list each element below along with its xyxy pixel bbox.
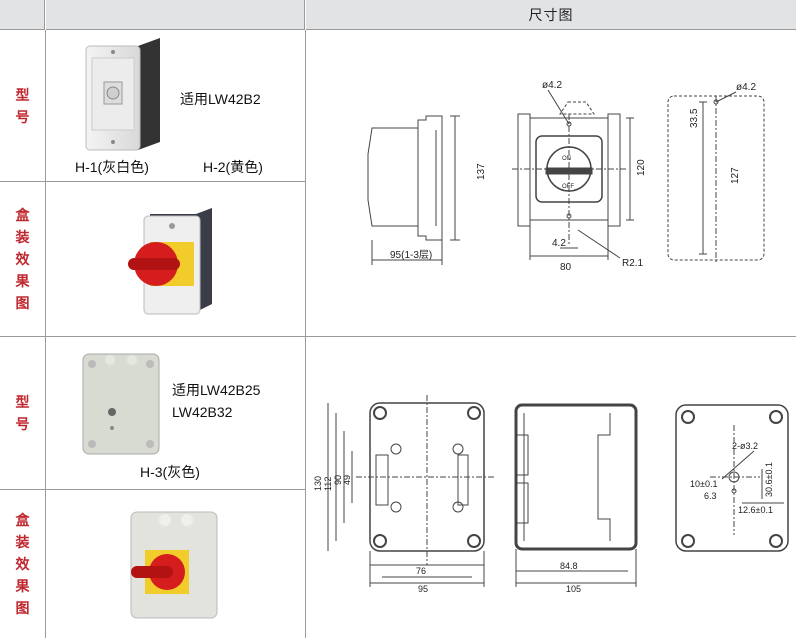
label-char: 盒 <box>15 206 30 223</box>
label-char: 号 <box>15 108 30 125</box>
dim-112: 112 <box>323 477 333 491</box>
effect-image-2 <box>130 511 218 619</box>
dimension-drawing-1: 137 95(1-3层) ø4.2 120 80 4.2 R2.1 ø4.2 3… <box>367 80 765 273</box>
model-label-2: 型 号 <box>0 336 45 489</box>
effect-image-1 <box>128 208 212 315</box>
label-char: 型 <box>15 393 30 410</box>
dimension-drawing-2: 130 112 90 49 76 95 84.8 105 2-ø3.2 10±0… <box>313 395 789 594</box>
effect-label-2: 盒 装 效 果 图 <box>0 489 45 638</box>
label-char: 盒 <box>15 511 30 528</box>
switch-on-label: ON <box>562 156 571 162</box>
label-char: 果 <box>15 272 30 289</box>
dim-30-6: 30.6±0.1 <box>764 462 774 497</box>
label-char: 号 <box>15 415 30 432</box>
dim-105: 105 <box>566 584 581 594</box>
grid-line <box>0 336 796 337</box>
dim-12-6: 12.6±0.1 <box>738 505 773 515</box>
dim-holes: 2-ø3.2 <box>732 441 758 451</box>
dim-radius: R2.1 <box>622 258 644 269</box>
grid-line <box>45 30 46 638</box>
switch-off-label: OFF <box>562 184 574 190</box>
product-image-h3 <box>82 353 160 455</box>
product1-model-a: H-1(灰白色) <box>75 159 149 175</box>
dim-76: 76 <box>416 566 426 576</box>
dim-front-height: 120 <box>636 159 647 176</box>
product2-applies-2: LW42B32 <box>172 404 233 420</box>
product2-applies-1: 适用LW42B25 <box>172 382 261 398</box>
product1-applies: 适用LW42B2 <box>180 91 261 107</box>
label-char: 型 <box>15 86 30 103</box>
dim-side-width: 95(1-3层) <box>390 249 432 261</box>
dim-95: 95 <box>418 584 428 594</box>
effect-label-1: 盒 装 效 果 图 <box>0 181 45 336</box>
header-title: 尺寸图 <box>306 0 796 30</box>
label-char: 效 <box>15 250 30 267</box>
dim-84-8: 84.8 <box>560 561 578 571</box>
grid-line <box>0 181 305 182</box>
dim-back-height: 127 <box>730 167 741 184</box>
dim-90: 90 <box>333 475 343 485</box>
label-char: 果 <box>15 577 30 594</box>
header-cell-blank-2 <box>46 0 305 30</box>
label-char: 图 <box>15 599 30 616</box>
product-image-h1 <box>85 38 160 151</box>
dim-side-height: 137 <box>476 163 487 180</box>
model-label-1: 型 号 <box>0 30 45 181</box>
label-char: 效 <box>15 555 30 572</box>
label-char: 图 <box>15 294 30 311</box>
header-cell-blank-1 <box>0 0 45 30</box>
dim-front-width: 80 <box>560 262 572 273</box>
grid-line <box>0 489 305 490</box>
dim-130: 130 <box>313 476 323 491</box>
label-char: 装 <box>15 228 30 245</box>
dim-back-top: 33.5 <box>689 108 700 128</box>
dim-front-hole: 4.2 <box>552 238 566 249</box>
dim-10: 10±0.1 <box>690 479 717 489</box>
product2-model: H-3(灰色) <box>140 464 200 480</box>
label-char: 装 <box>15 533 30 550</box>
dim-6-3: 6.3 <box>704 491 717 501</box>
grid-line <box>305 30 306 638</box>
dim-hole-dia: ø4.2 <box>542 80 562 91</box>
product1-model-b: H-2(黄色) <box>203 159 263 175</box>
dim-49: 49 <box>342 475 352 485</box>
dim-back-hole: ø4.2 <box>736 82 756 93</box>
